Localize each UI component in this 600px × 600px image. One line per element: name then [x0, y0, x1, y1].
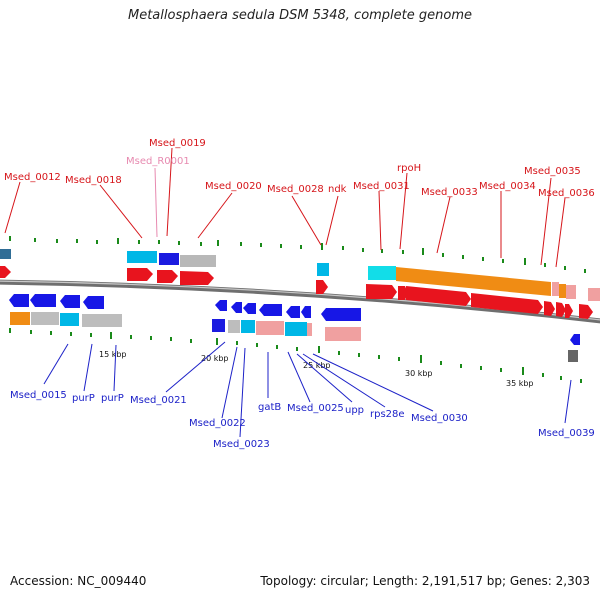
scale-label-15kbp: 15 kbp: [99, 350, 127, 359]
top-leader-lines: [4, 147, 566, 268]
gene-label-upp: upp: [345, 405, 364, 416]
scale-label-30kbp: 30 kbp: [405, 369, 433, 378]
gene-label-msed-0020: Msed_0020: [205, 181, 262, 192]
gene-label-msed-0035: Msed_0035: [524, 166, 581, 177]
genome-title: Metallosphaera sedula DSM 5348, complete…: [127, 8, 473, 23]
gene-label-gatb: gatB: [258, 402, 281, 413]
lower-tick-track: [9, 328, 582, 383]
gene-label-msed-r0001: Msed_R0001: [126, 156, 190, 167]
genome-summary-text: Topology: circular; Length: 2,191,517 bp…: [260, 574, 590, 588]
forward-gene-arrows: [0, 266, 593, 319]
gene-label-rps28e: rps28e: [370, 409, 405, 420]
gene-label-msed-0018: Msed_0018: [65, 175, 122, 186]
upper-tick-track: [9, 236, 586, 273]
gene-label-msed-0022: Msed_0022: [189, 418, 246, 429]
gene-label-rpoh: rpoH: [397, 163, 421, 174]
gene-label-msed-0015: Msed_0015: [10, 390, 67, 401]
bottom-leader-lines: [43, 341, 572, 438]
gene-label-purp-2: purP: [101, 393, 124, 404]
gene-label-msed-0023: Msed_0023: [213, 439, 270, 450]
scale-label-20kbp: 20 kbp: [201, 354, 229, 363]
gene-label-ndk: ndk: [328, 184, 347, 195]
gene-label-purp-1: purP: [72, 393, 95, 404]
gene-label-msed-0019: Msed_0019: [149, 138, 206, 149]
genome-backbone: [0, 279, 600, 324]
scale-label-25kbp: 25 kbp: [303, 361, 331, 370]
gene-label-msed-0031: Msed_0031: [353, 181, 410, 192]
scale-label-35kbp: 35 kbp: [506, 379, 534, 388]
gene-label-msed-0012: Msed_0012: [4, 172, 61, 183]
rna-leader-line: [154, 167, 158, 238]
bottom-feature-bars: [10, 312, 578, 362]
gene-label-msed-0039: Msed_0039: [538, 428, 595, 439]
gene-label-msed-0025: Msed_0025: [287, 403, 344, 414]
gene-label-msed-0034: Msed_0034: [479, 181, 536, 192]
accession-text: Accession: NC_009440: [10, 574, 147, 588]
gene-label-msed-0028: Msed_0028: [267, 184, 324, 195]
gene-label-msed-0021: Msed_0021: [130, 395, 187, 406]
top-feature-bars: [0, 249, 600, 301]
reverse-gene-arrows: [9, 294, 580, 345]
gene-label-msed-0036: Msed_0036: [538, 188, 595, 199]
gene-label-msed-0033: Msed_0033: [421, 187, 478, 198]
gene-label-msed-0030: Msed_0030: [411, 413, 468, 424]
